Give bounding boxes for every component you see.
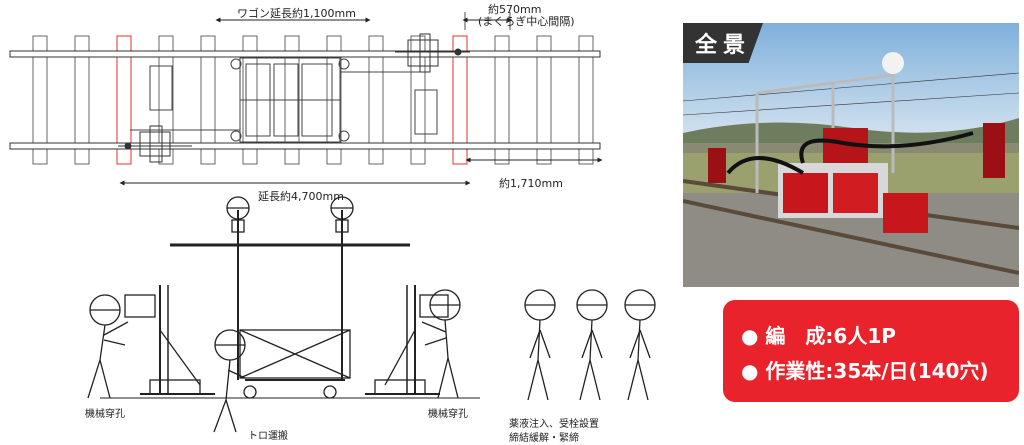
drill-machine-plan-right [395,33,470,73]
sleeper-target [452,35,468,165]
label-drilling-left: 機械穿孔 [85,409,125,420]
label-chemical-1: 薬液注入、受栓設置 [509,419,599,430]
sleeper [494,35,510,165]
sleeper [32,35,48,165]
sleeper [536,35,552,165]
dim-tie-spacing-label: 約570mm [488,3,542,16]
sleeper [578,35,594,165]
trolley-side [239,329,351,399]
overview-photo: 全景 [683,23,1019,287]
label-chemical-2: 締結緩解・緊締 [509,433,579,444]
rail-top [9,50,601,58]
drill-machine-side-left [124,285,215,395]
dim-tie-spacing-note: (まくらぎ中心間隔) [478,15,575,28]
plan-view [9,12,603,186]
spec-productivity: ● 作業性:35本/日(140穴) [741,359,989,383]
photo-label: 全景 [683,23,763,63]
wagon-plan [130,57,438,143]
drill-machine-side-right [365,285,449,395]
spec-formation: ● 編 成:6人1P [741,324,896,348]
side-view [87,196,656,433]
worker-chemical-3 [624,289,656,401]
worker-chemical-2 [576,289,608,401]
spec-box: ● 編 成:6人1P ● 作業性:35本/日(140穴) [723,300,1019,402]
label-trolley: トロ運搬 [248,431,288,442]
worker-drilling-left [87,294,129,399]
rail-bottom [9,142,601,150]
dim-span-label: 約1,710mm [499,177,563,190]
dim-total-label: 延長約4,700mm [258,190,344,203]
sleeper [200,35,216,165]
worker-drilling-right [421,289,461,399]
sleeper [368,35,384,165]
drill-machine-plan-left [118,125,192,163]
work-layout-diagram [9,12,656,433]
worker-chemical-1 [524,289,556,401]
sleeper-target [116,35,132,165]
label-drilling-right: 機械穿孔 [428,409,468,420]
dim-wagon-label: ワゴン延長約1,100mm [237,7,356,20]
sleeper [74,35,90,165]
worker-trolley [213,329,246,433]
